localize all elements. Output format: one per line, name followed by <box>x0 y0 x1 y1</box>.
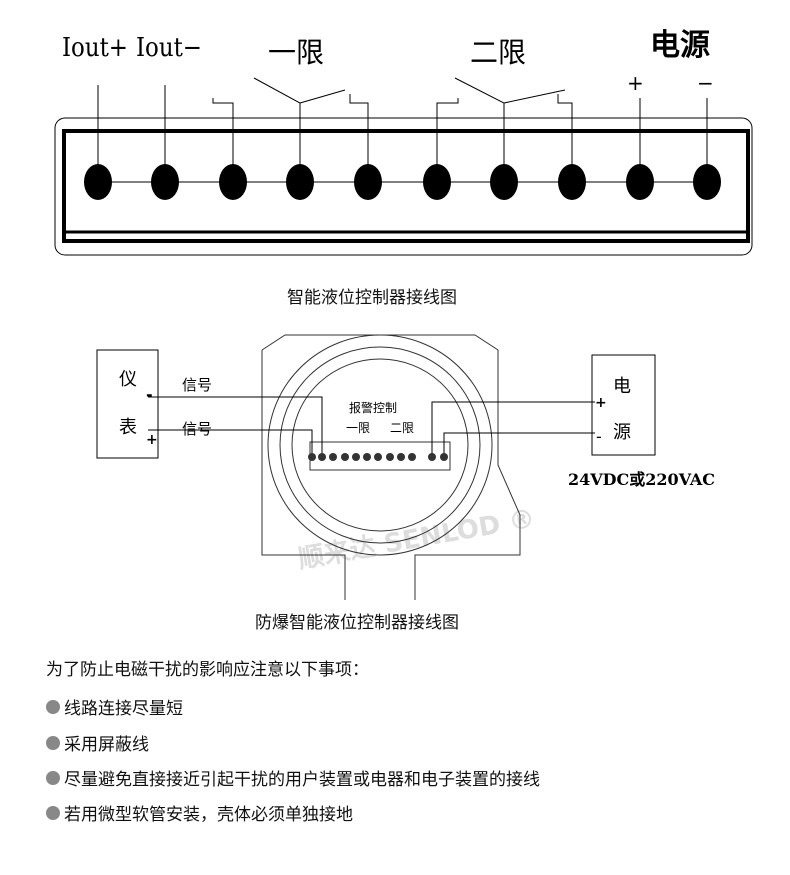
power-char2: 源 <box>613 422 631 443</box>
instrument-minus: - <box>146 385 153 404</box>
power-minus: - <box>596 427 602 446</box>
bullet-icon <box>46 805 60 820</box>
signal-label-2: 信号 <box>182 420 212 438</box>
label-limit1: 一限 <box>268 36 324 69</box>
supply-label: 24VDC或220VAC <box>568 470 715 489</box>
bullet-icon <box>46 770 60 785</box>
limit1-label: 一限 <box>346 421 370 435</box>
explosion-proof-diagram: 顺来达 SENLOD ® 仪 表 - + 信号 信号 报警控制 一限 二限 电 … <box>96 334 715 600</box>
list-item-text: 尽量避免直接接近引起干扰的用户装置或电器和电子装置的接线 <box>64 770 540 790</box>
list-item: 采用屏蔽线 <box>46 730 149 755</box>
instrument-char2: 表 <box>119 417 137 438</box>
list-item: 线路连接尽量短 <box>46 694 183 719</box>
label-power: 电源 <box>650 28 710 63</box>
terminal-dots <box>84 164 721 200</box>
bullet-icon <box>46 735 60 750</box>
list-item-text: 若用微型软管安装，壳体必须单独接地 <box>64 805 353 825</box>
label-plus: + <box>627 71 644 95</box>
label-limit2: 二限 <box>470 36 526 69</box>
signal-label-1: 信号 <box>182 376 212 394</box>
instrument-plus: + <box>146 432 158 448</box>
power-char1: 电 <box>613 376 631 397</box>
bullet-icon <box>46 699 60 714</box>
label-iout-plus: Iout+ <box>62 33 128 63</box>
watermark-logo: 顺来达 SENLOD ® <box>296 504 537 575</box>
list-item: 尽量避免直接接近引起干扰的用户装置或电器和电子装置的接线 <box>46 765 540 790</box>
label-iout-minus: Iout− <box>136 33 202 63</box>
label-minus: − <box>697 71 714 95</box>
power-plus: + <box>595 395 607 411</box>
caption-controller: 智能液位控制器接线图 <box>287 288 457 308</box>
list-item-text: 线路连接尽量短 <box>64 699 183 719</box>
caption-explosion-proof: 防爆智能液位控制器接线图 <box>255 613 459 633</box>
list-item: 若用微型软管安装，壳体必须单独接地 <box>46 800 353 825</box>
controller-terminal-diagram: Iout+ Iout− 一限 二限 电源 + − <box>54 28 753 256</box>
instrument-char1: 仪 <box>119 369 137 390</box>
limit2-label: 二限 <box>390 421 414 435</box>
notes-title: 为了防止电磁干扰的影响应注意以下事项： <box>46 660 369 680</box>
list-item-text: 采用屏蔽线 <box>64 735 149 755</box>
alarm-control-label: 报警控制 <box>349 400 397 415</box>
